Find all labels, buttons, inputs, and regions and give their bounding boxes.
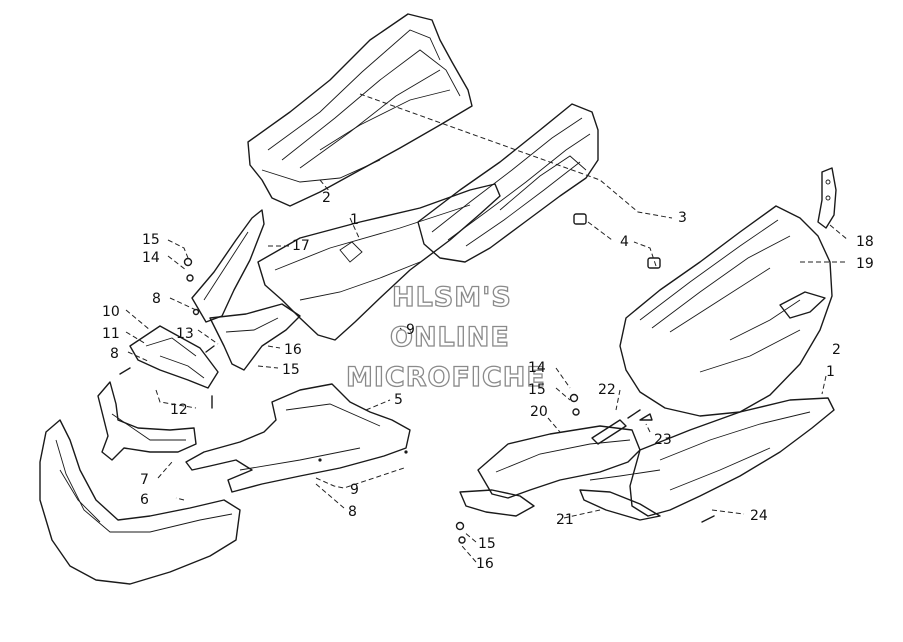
- base-panel-left: [257, 183, 501, 341]
- callout-23: 23: [654, 432, 672, 448]
- callout-14-b: 14: [528, 360, 546, 376]
- callout-2: 2: [322, 190, 331, 206]
- callout-15-c: 15: [528, 382, 546, 398]
- callout-16-b: 16: [476, 556, 494, 572]
- clip-part-4: [573, 213, 661, 269]
- callout-12: 12: [170, 402, 188, 418]
- callout-22: 22: [598, 382, 616, 398]
- callout-20: 20: [530, 404, 548, 420]
- callout-24: 24: [750, 508, 768, 524]
- base-panel-right: [629, 397, 835, 517]
- callout-13: 13: [176, 326, 194, 342]
- callout-8-b: 8: [110, 346, 119, 362]
- callout-8: 8: [152, 291, 161, 307]
- watermark-line2: ONLINE: [390, 322, 510, 353]
- leader-lines: [125, 93, 849, 563]
- callout-9: 9: [406, 322, 415, 338]
- callout-4: 4: [620, 234, 629, 250]
- callout-18: 18: [856, 234, 874, 250]
- rear-support-17: [191, 209, 301, 371]
- callout-labels: 2 1 3 4 18 19 17 15 14 8 10 11 13 8 16 1…: [102, 190, 874, 572]
- side-panel-upper-left: [247, 13, 473, 207]
- callout-15: 15: [142, 232, 160, 248]
- watermark-line1: HLSM'S: [392, 282, 512, 313]
- callout-5: 5: [394, 392, 403, 408]
- callout-15-d: 15: [478, 536, 496, 552]
- belly-pan-20-21: [459, 425, 661, 521]
- console-tread-center: [417, 103, 599, 263]
- callout-6: 6: [140, 492, 149, 508]
- bracket-18: [817, 167, 837, 229]
- callout-1: 1: [350, 212, 359, 228]
- callout-19: 19: [856, 256, 874, 272]
- nose-pan-6: [39, 419, 241, 585]
- bracket-10-11: [129, 325, 219, 389]
- watermark: HLSM'S ONLINE MICROFICHE: [345, 281, 546, 393]
- side-panel-right: [619, 205, 833, 417]
- callout-2-b: 2: [832, 342, 841, 358]
- callout-11: 11: [102, 326, 120, 342]
- callout-3: 3: [678, 210, 687, 226]
- callout-7: 7: [140, 472, 149, 488]
- callout-21: 21: [556, 512, 574, 528]
- skid-plate-5: [185, 383, 411, 493]
- callout-10: 10: [102, 304, 120, 320]
- callout-15-b: 15: [282, 362, 300, 378]
- callout-14: 14: [142, 250, 160, 266]
- callout-8-c: 8: [348, 504, 357, 520]
- callout-16: 16: [284, 342, 302, 358]
- front-bracket-7: [97, 381, 197, 461]
- watermark-line3: MICROFICHE: [346, 362, 546, 393]
- callout-1-b: 1: [826, 364, 835, 380]
- callout-9-b: 9: [350, 482, 359, 498]
- callout-17: 17: [292, 238, 310, 254]
